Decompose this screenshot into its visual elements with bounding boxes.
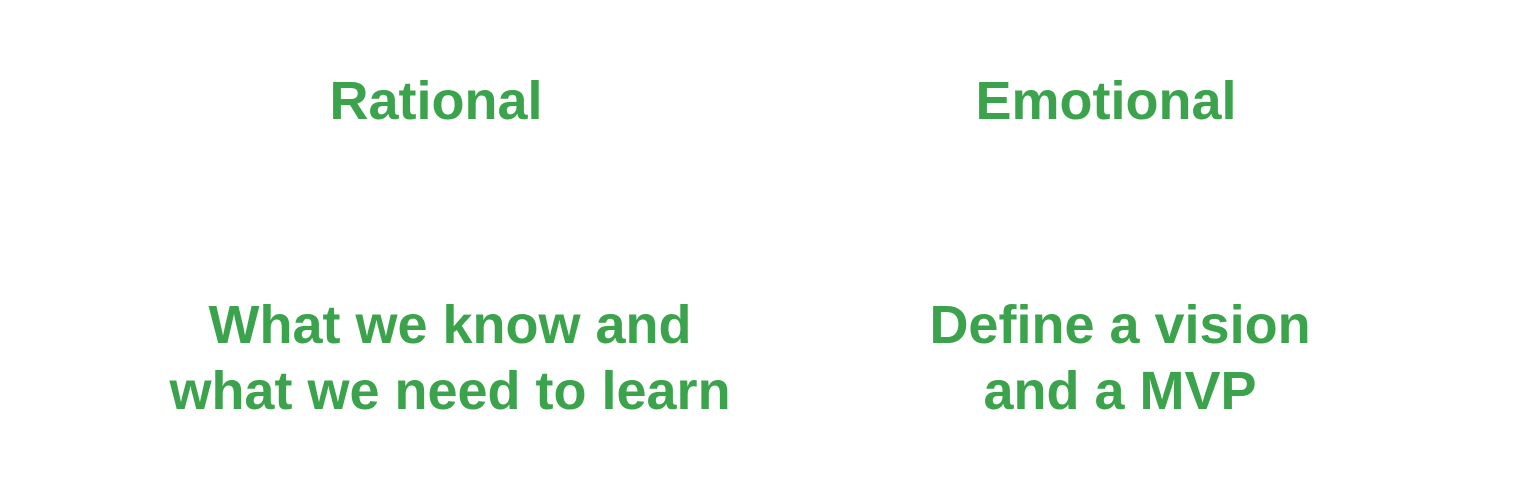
heading-rational: Rational: [329, 71, 543, 131]
rational-description-line-2: what we need to learn: [169, 361, 731, 421]
emotional-description-line-2: and a MVP: [983, 361, 1257, 421]
rational-description: What we know and what we need to learn: [130, 292, 770, 424]
heading-emotional: Emotional: [975, 71, 1237, 131]
rational-description-line-1: What we know and: [208, 295, 692, 355]
emotional-description: Define a vision and a MVP: [870, 292, 1370, 424]
emotional-description-line-1: Define a vision: [929, 295, 1311, 355]
